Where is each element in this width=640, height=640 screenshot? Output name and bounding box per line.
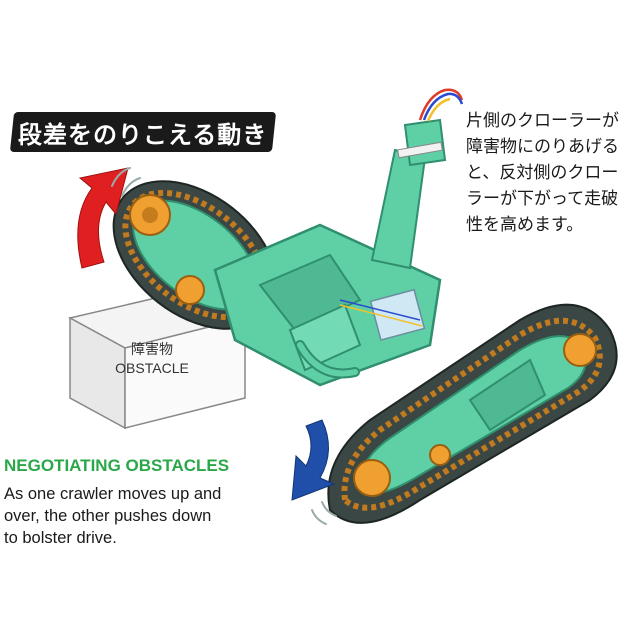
red-up-arrow-icon	[77, 167, 129, 269]
motion-lines-icon	[111, 167, 337, 525]
jp-desc-line: 障害物にのりあげる	[466, 137, 619, 157]
obstacle-label: 障害物 OBSTACLE	[92, 340, 212, 378]
jp-desc-line: と、反対側のクロー	[466, 163, 619, 183]
jp-desc-line: 性を高めます。	[466, 215, 584, 235]
jp-desc-line: 片側のクローラーが	[466, 111, 619, 131]
jp-desc-line: ラーが下がって走破	[466, 189, 619, 209]
en-description: As one crawler moves up and over, the ot…	[4, 483, 284, 549]
en-desc-line: to bolster drive.	[4, 529, 117, 547]
blue-down-arrow-icon	[291, 419, 336, 501]
robot-body	[213, 223, 442, 387]
right-crawler-track	[327, 303, 618, 524]
title-banner: 段差をのりこえる動き	[9, 112, 277, 152]
banner-title: 段差をのりこえる動き	[18, 120, 268, 149]
en-section-title: NEGOTIATING OBSTACLES	[4, 456, 230, 475]
wire-blue	[339, 299, 421, 321]
robot-mast	[370, 88, 464, 270]
jp-description: 片側のクローラーが 障害物にのりあげる と、反対側のクロー ラーが下がって走破 …	[466, 108, 638, 238]
en-desc-line: As one crawler moves up and	[4, 485, 222, 503]
obstacle-label-jp: 障害物	[131, 341, 173, 357]
wire-yellow	[339, 304, 423, 327]
en-desc-line: over, the other pushes down	[4, 507, 212, 525]
obstacle-label-en: OBSTACLE	[115, 360, 189, 376]
